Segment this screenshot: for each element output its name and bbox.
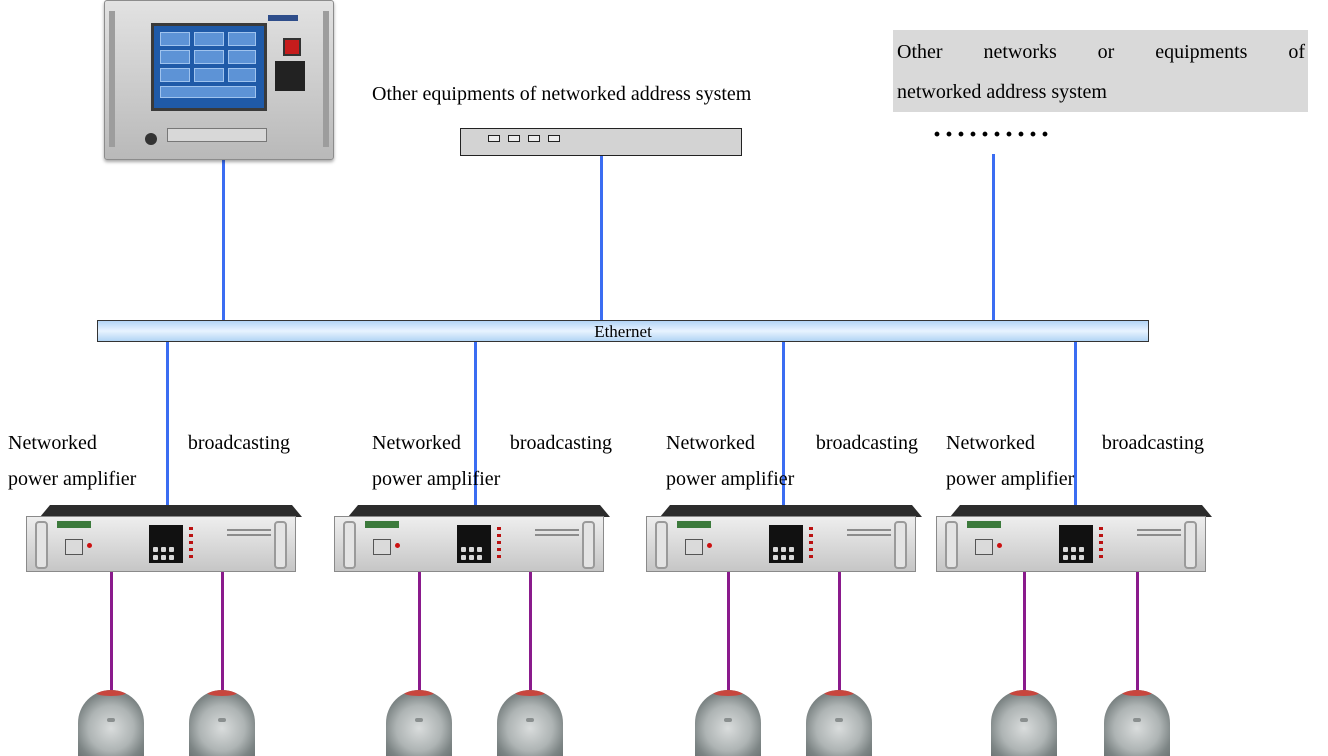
amp1-link-line <box>166 341 169 511</box>
amp3-label: Networked broadcasting power amplifier <box>666 425 918 497</box>
ceiling-speaker-icon <box>189 690 255 756</box>
note-line2: networked address system <box>897 81 1107 103</box>
amp-label-word: broadcasting <box>1101 432 1204 454</box>
ethernet-bus: Ethernet <box>97 320 1149 342</box>
ceiling-speaker-icon <box>695 690 761 756</box>
server-rack-icon <box>104 0 334 160</box>
amplifier-icon <box>936 505 1212 572</box>
ceiling-speaker-icon <box>386 690 452 756</box>
amp-label-line2: power amplifier <box>372 468 501 490</box>
speaker-line <box>529 571 532 691</box>
other-networks-note: Other networks or equipments of networke… <box>893 30 1308 112</box>
ellipsis-indicator: ·········· <box>932 118 1053 151</box>
ceiling-speaker-icon <box>497 690 563 756</box>
ceiling-speaker-icon <box>1104 690 1170 756</box>
other-equipment-label: Other equipments of networked address sy… <box>372 83 752 105</box>
amp-label-word: Networked <box>372 432 461 454</box>
speaker-line <box>110 571 113 691</box>
amp-label-word: Networked <box>946 432 1035 454</box>
note-word: of <box>1288 41 1305 63</box>
network-device-icon <box>460 118 742 156</box>
speaker-line <box>418 571 421 691</box>
amp-label-line2: power amplifier <box>8 468 137 490</box>
ceiling-speaker-icon <box>806 690 872 756</box>
speaker-line <box>727 571 730 691</box>
amp-label-word: broadcasting <box>509 432 612 454</box>
amp-label-word: Networked <box>666 432 755 454</box>
amp3-link-line <box>782 341 785 511</box>
amplifier-icon <box>26 505 302 572</box>
amplifier-icon <box>334 505 610 572</box>
amp4-label: Networked broadcasting power amplifier <box>946 425 1204 497</box>
note-word: or <box>1097 41 1115 63</box>
note-word: networks <box>983 41 1057 63</box>
equipment-link-line <box>600 154 603 320</box>
amp-label-line2: power amplifier <box>666 468 795 490</box>
speaker-line <box>1023 571 1026 691</box>
speaker-line <box>1136 571 1139 691</box>
ethernet-label: Ethernet <box>594 322 652 341</box>
speaker-line <box>221 571 224 691</box>
ceiling-speaker-icon <box>991 690 1057 756</box>
note-word: equipments <box>1155 41 1248 63</box>
amp-label-word: broadcasting <box>815 432 918 454</box>
amp1-label: Networked broadcasting power amplifier <box>8 425 290 497</box>
amp2-label: Networked broadcasting power amplifier <box>372 425 612 497</box>
amp4-link-line <box>1074 341 1077 511</box>
amp2-link-line <box>474 341 477 511</box>
note-word: Other <box>897 41 943 63</box>
other-network-link-line <box>992 154 995 320</box>
ceiling-speaker-icon <box>78 690 144 756</box>
server-link-line <box>222 158 225 320</box>
amp-label-line2: power amplifier <box>946 468 1075 490</box>
amp-label-word: broadcasting <box>187 432 290 454</box>
amp-label-word: Networked <box>8 432 97 454</box>
amplifier-icon <box>646 505 922 572</box>
speaker-line <box>838 571 841 691</box>
